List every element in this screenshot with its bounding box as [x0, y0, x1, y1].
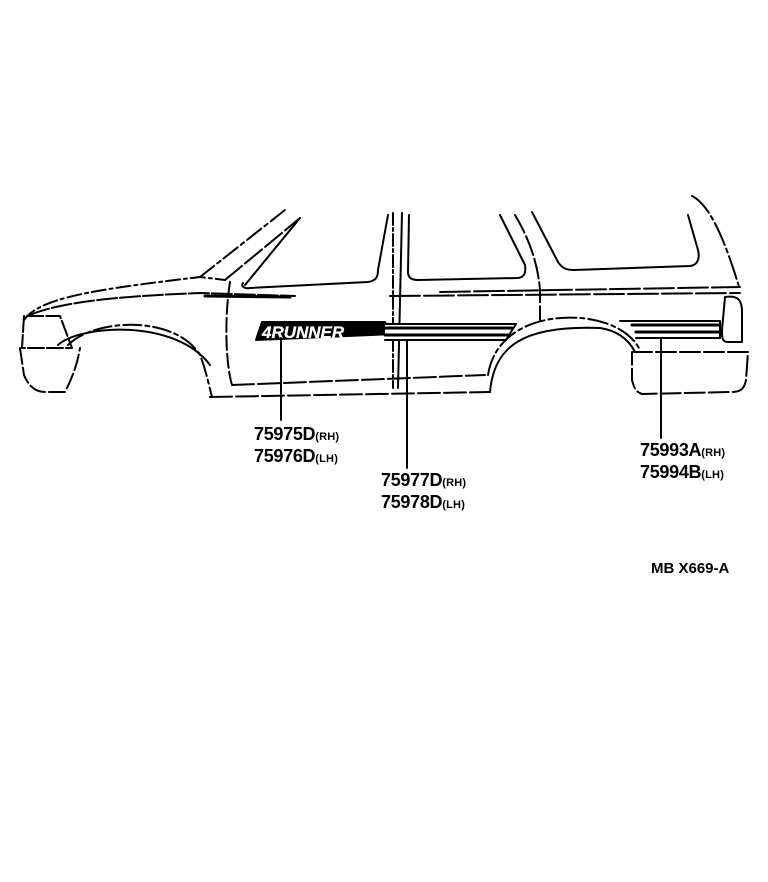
side-suffix: (LH) — [315, 453, 339, 465]
4runner-emblem: 4RUNNER — [255, 321, 393, 342]
front-bumper — [19, 347, 81, 393]
front-wheel-arch-inner — [57, 328, 211, 366]
rear-wheel-arch — [487, 316, 641, 376]
side-suffix: (RH) — [442, 477, 467, 489]
b-pillar-rear — [397, 212, 403, 389]
part-number: 75978D — [381, 492, 443, 512]
rear-bumper — [631, 351, 749, 395]
front-stripe — [383, 323, 517, 341]
part-number: 75975D — [254, 424, 316, 444]
headlamp — [21, 315, 73, 349]
part-number: 75976D — [254, 446, 316, 466]
side-suffix: (RH) — [315, 431, 340, 443]
part-number: 75977D — [381, 470, 443, 490]
side-suffix: (LH) — [442, 499, 466, 511]
a-pillar-outer — [199, 209, 286, 278]
callout-rear-stripe: 75993A(RH) 75994B(LH) — [640, 441, 725, 485]
callout-emblem: 75975D(RH) 75976D(LH) — [254, 425, 339, 469]
rear-roof-pillar — [691, 195, 741, 291]
side-suffix: (LH) — [701, 469, 725, 481]
rocker-panel — [209, 374, 491, 398]
callout-front-stripe: 75977D(RH) 75978D(LH) — [381, 471, 466, 515]
a-pillar-inner — [224, 217, 301, 281]
svg-text:4RUNNER: 4RUNNER — [261, 323, 345, 342]
c-pillar — [514, 214, 541, 321]
hood-outline — [23, 276, 226, 321]
rear-stripe — [619, 320, 722, 339]
part-number: 75994B — [640, 462, 702, 482]
character-line — [203, 294, 292, 299]
rear-wheel-arch-inner — [489, 326, 636, 393]
belt-line — [389, 286, 741, 297]
tail-lamp — [721, 295, 743, 343]
side-suffix: (RH) — [701, 447, 726, 459]
figure-code: MB X669-A — [651, 560, 730, 577]
part-number: 75993A — [640, 440, 702, 460]
front-wheel-arch — [67, 323, 213, 398]
quarter-window — [531, 211, 700, 271]
rear-door-window — [407, 214, 527, 281]
front-door-edge — [225, 281, 233, 386]
fender-line — [29, 292, 296, 316]
front-door-window — [241, 214, 389, 290]
